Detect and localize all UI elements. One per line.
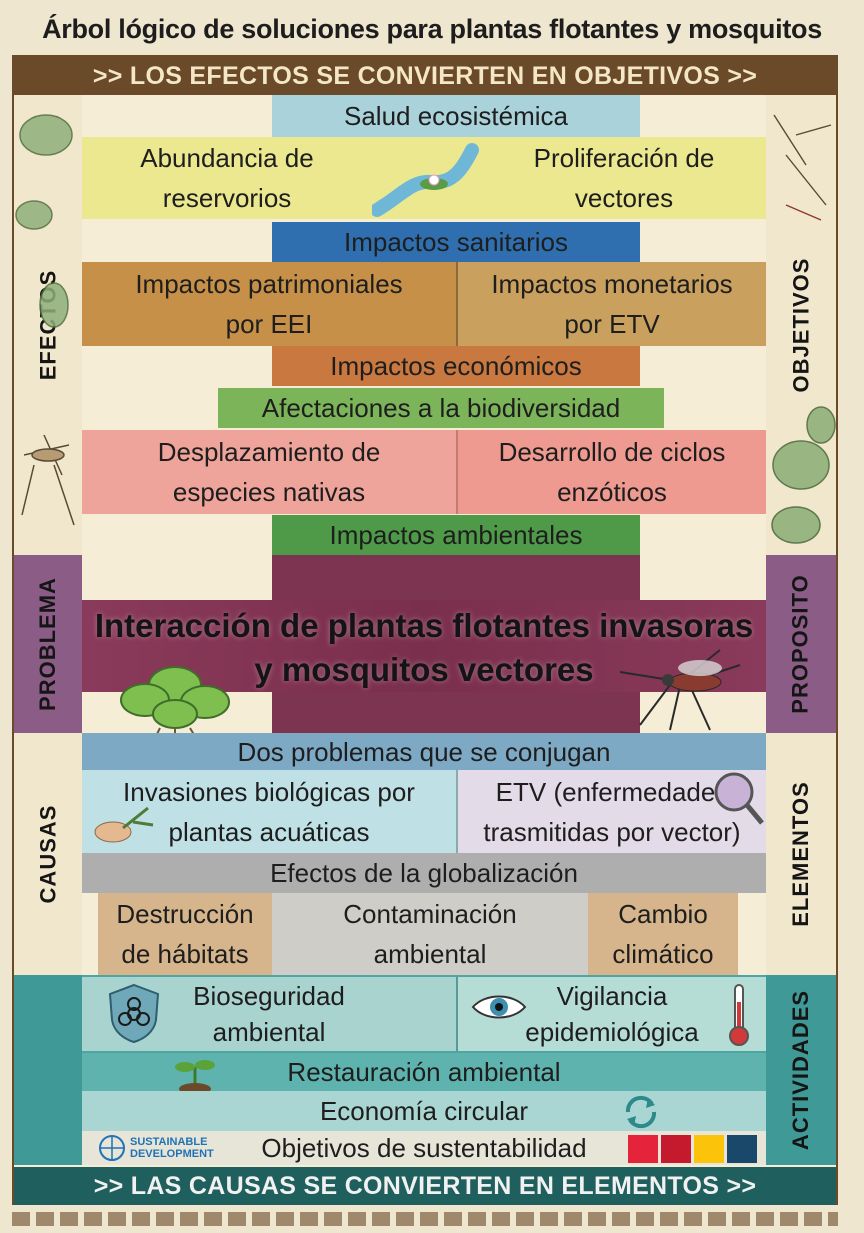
efectos-globalizacion-text: Efectos de la globalización [270,858,578,888]
desarrollo-ciclos-box: Desarrollo de ciclos enzóticos [458,430,766,514]
proliferacion-line-1: Proliferación de [533,143,715,173]
impactos-monetarios-box: Impactos monetarios por ETV [458,262,766,346]
sdg-logo: SUSTAINABLE DEVELOPMENT [98,1133,238,1163]
right-botanical-decoration [771,114,836,544]
economia-circular-box: Economía circular [82,1091,766,1131]
contaminacion-ambiental-box: Contaminación ambiental [272,893,588,975]
actividades-left-side [14,975,82,1165]
abundancia-line-2: reservorios [162,183,292,213]
bottom-decorative-strip [12,1212,838,1226]
desplazamiento-line-1: Desplazamiento de [157,437,381,467]
proliferacion-vectores-box: Proliferación de vectores [482,137,766,219]
actividades-label: ACTIVIDADES [788,989,813,1151]
river-water-lily-illustration [372,143,479,217]
impactos-economicos-text: Impactos económicos [330,351,582,381]
left-botanical-decoration [15,114,75,526]
dos-problemas-box: Dos problemas que se conjugan [82,733,766,770]
sdg-goal-icons [628,1135,758,1163]
problem-line-1: Interacción de plantas flotantes invasor… [94,607,754,644]
proliferacion-line-2: vectores [574,183,674,213]
patrimoniales-line-1: Impactos patrimoniales [135,269,403,299]
sdg-goal-1-icon [628,1135,658,1163]
recycle-arrows-icon [625,1095,657,1129]
proposito-label: PROPOSITO [788,574,813,714]
etv-box: ETV (enfermedades trasmitidas por vector… [458,770,766,853]
contaminacion-line-2: ambiental [373,939,487,969]
restauracion-ambiental-text: Restauración ambiental [287,1057,561,1087]
proposito-side: PROPOSITO [766,555,836,733]
floating-plant-icon [120,666,230,739]
sdg-goal-17-icon [727,1135,757,1163]
vigilancia-line-2: epidemiológica [525,1017,699,1047]
cambio-line-1: Cambio [618,899,708,929]
sdg-goal-4-icon [661,1135,691,1163]
thermometer-icon [729,984,749,1046]
impactos-economicos-box: Impactos económicos [272,346,640,386]
top-banner: >> LOS EFECTOS SE CONVIERTEN EN OBJETIVO… [14,57,836,95]
elementos-label: ELEMENTOS [788,781,814,927]
bottom-banner: >> LAS CAUSAS SE CONVIERTEN EN ELEMENTOS… [14,1167,836,1205]
destruccion-line-2: de hábitats [121,939,249,969]
monetarios-line-2: por ETV [564,309,660,339]
destruccion-line-1: Destrucción [116,899,254,929]
objetivos-sustentabilidad-text: Objetivos de sustentabilidad [261,1133,587,1163]
impactos-ambientales-text: Impactos ambientales [329,520,583,550]
hand-plant-icon [94,806,154,843]
etv-line-2: trasmitidas por vector) [483,816,741,847]
mosquito-icon [619,649,741,731]
biohazard-shield-icon [108,983,160,1044]
sdg-goal-7-icon [694,1135,724,1163]
causas-side: CAUSAS [14,733,82,975]
problem-base [272,692,640,733]
problem-statement: Interacción de plantas flotantes invasor… [82,604,766,692]
sdg-logo-line-1: SUSTAINABLE [130,1136,208,1148]
cambio-climatico-box: Cambio climático [588,893,738,975]
afectaciones-biodiversidad-box: Afectaciones a la biodiversidad [218,388,664,428]
elementos-side: ELEMENTOS [766,733,836,975]
salud-ecosistemica-box: Salud ecosistémica [272,95,640,137]
desplazamiento-line-2: especies nativas [172,477,366,507]
impactos-sanitarios-box: Impactos sanitarios [272,222,640,262]
un-emblem-icon [99,1135,125,1161]
impactos-sanitarios-text: Impactos sanitarios [344,227,568,257]
invasiones-line-1: Invasiones biológicas por [123,776,415,807]
monetarios-line-1: Impactos monetarios [491,269,733,299]
desplazamiento-especies-box: Desplazamiento de especies nativas [82,430,458,514]
efectos-globalizacion-box: Efectos de la globalización [82,853,766,893]
salud-ecosistemica-text: Salud ecosistémica [344,101,568,131]
causas-label: CAUSAS [35,804,60,904]
eye-icon [471,995,527,1019]
actividades-side: ACTIVIDADES [766,975,836,1165]
impactos-patrimoniales-box: Impactos patrimoniales por EEI [82,262,458,346]
ciclos-line-1: Desarrollo de ciclos [498,437,726,467]
problem-line-2: y mosquitos vectores [254,651,594,688]
cambio-line-2: climático [612,939,714,969]
ciclos-line-2: enzóticos [557,477,667,507]
abundancia-line-1: Abundancia de [140,143,314,173]
problema-label: PROBLEMA [35,577,61,711]
afectaciones-biodiversidad-text: Afectaciones a la biodiversidad [261,393,621,423]
magnifier-icon [714,772,764,825]
problem-stem [272,555,640,600]
bioseguridad-line-1: Bioseguridad [193,981,345,1011]
sdg-logo-line-2: DEVELOPMENT [130,1148,214,1160]
bioseguridad-line-2: ambiental [212,1017,326,1047]
etv-line-1: ETV (enfermedades [495,776,729,807]
impactos-ambientales-box: Impactos ambientales [272,515,640,555]
economia-circular-text: Economía circular [319,1096,529,1126]
destruccion-habitats-box: Destrucción de hábitats [98,893,272,975]
patrimoniales-line-2: por EEI [225,309,313,339]
page-title: Árbol lógico de soluciones para plantas … [42,13,822,44]
abundancia-reservorios-box: Abundancia de reservorios [82,137,372,219]
vigilancia-line-1: Vigilancia [556,981,668,1011]
dos-problemas-text: Dos problemas que se conjugan [237,736,611,767]
invasiones-line-2: plantas acuáticas [168,816,370,847]
contaminacion-line-1: Contaminación [343,899,517,929]
problema-side: PROBLEMA [14,555,82,733]
